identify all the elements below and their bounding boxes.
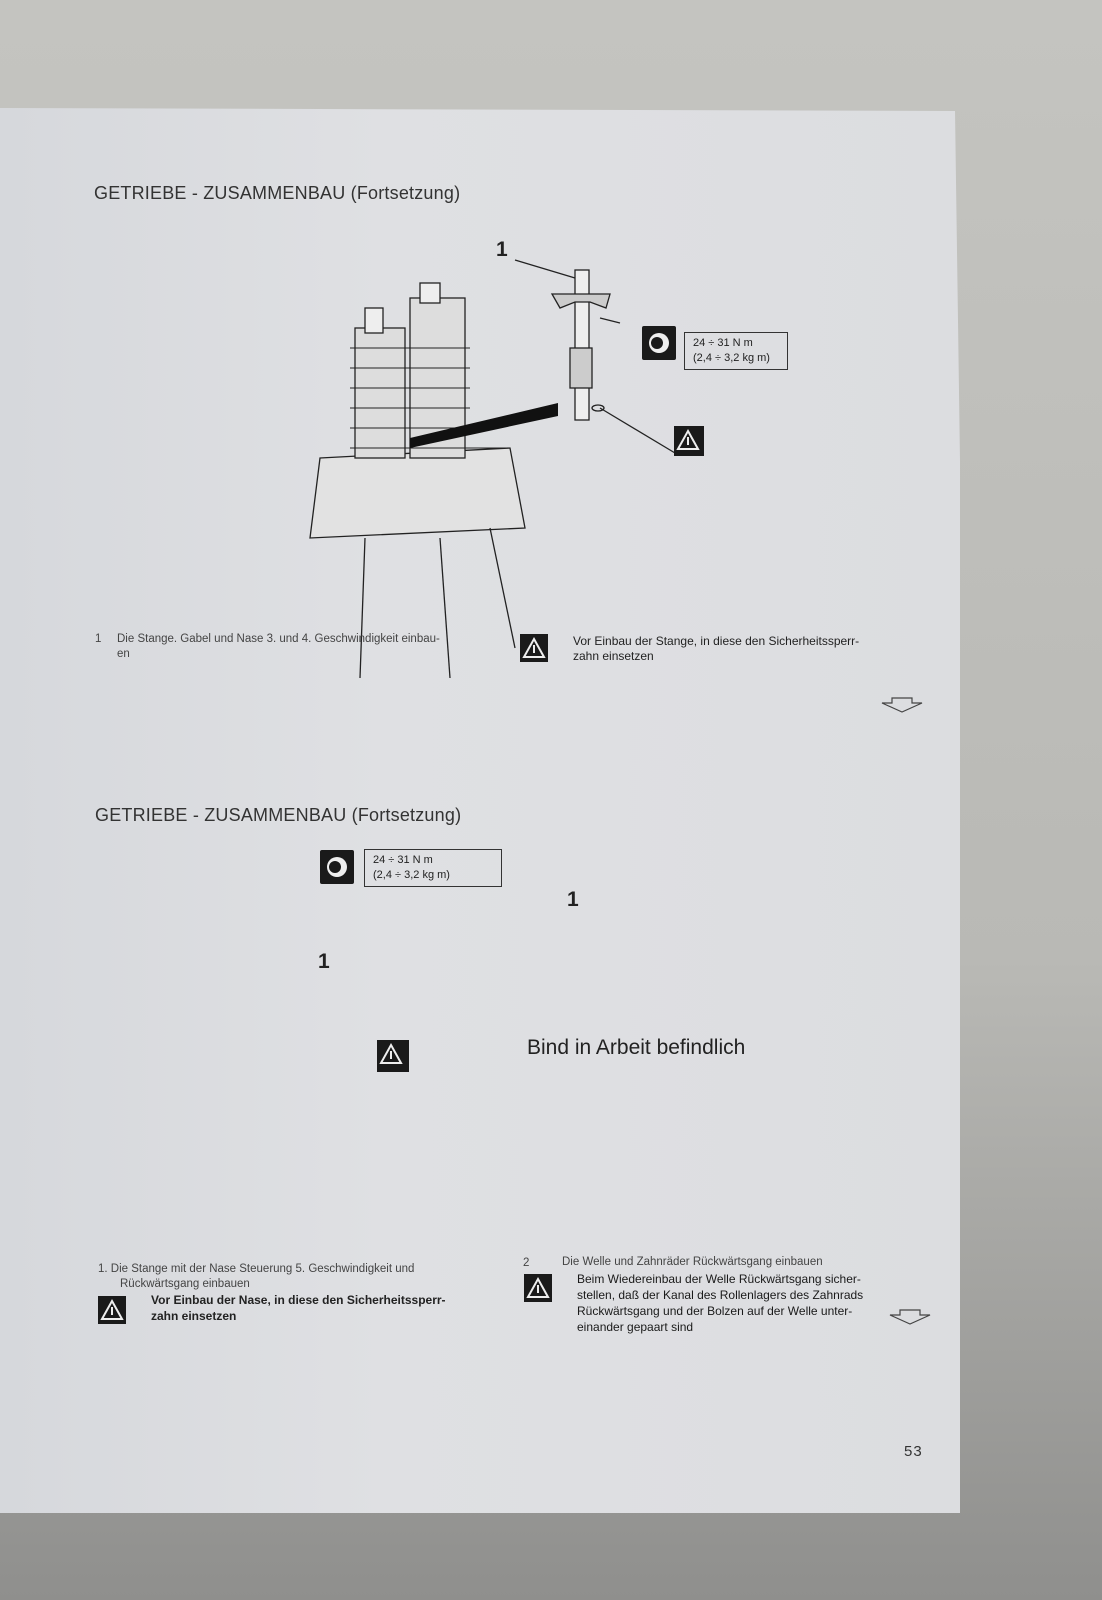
warning-line: Vor Einbau der Nase, in diese den Sicher…	[151, 1293, 446, 1307]
warning-line: stellen, daß der Kanal des Rollenlagers …	[577, 1288, 864, 1302]
callout-number: 1	[496, 238, 508, 261]
warning-icon	[98, 1296, 126, 1324]
torque-wrench-icon	[320, 850, 354, 884]
step-text: Die Stange. Gabel und Nase 3. und 4. Ges…	[117, 632, 497, 662]
torque-nm: 24 ÷ 31 N m	[373, 854, 433, 866]
torque-wrench-icon	[642, 326, 676, 360]
continue-arrow-icon	[881, 697, 923, 713]
warning-icon	[377, 1040, 409, 1072]
step-line: 1. Die Stange mit der Nase Steuerung 5. …	[98, 1263, 415, 1275]
step-text-line: Die Stange. Gabel und Nase 3. und 4. Ges…	[117, 633, 440, 645]
document-page: GETRIEBE - ZUSAMMENBAU (Fortsetzung) 1	[0, 108, 960, 1513]
section2-title: GETRIEBE - ZUSAMMENBAU (Fortsetzung)	[95, 805, 462, 825]
callout-number: 1	[567, 888, 579, 911]
warning-icon	[524, 1274, 552, 1302]
page-number: 53	[904, 1443, 923, 1460]
torque-spec: 24 ÷ 31 N m (2,4 ÷ 3,2 kg m)	[364, 849, 502, 887]
torque-kgm: (2,4 ÷ 3,2 kg m)	[693, 352, 770, 364]
warning-line: Beim Wiedereinbau der Welle Rückwärtsgan…	[577, 1272, 861, 1286]
gearbox-illustration	[309, 259, 676, 679]
step1-text: 1. Die Stange mit der Nase Steuerung 5. …	[98, 1262, 483, 1292]
warning-line: zahn einsetzen	[573, 649, 654, 663]
step2-text: Die Welle und Zahnräder Rückwärtsgang ei…	[562, 1256, 823, 1268]
section1-title: GETRIEBE - ZUSAMMENBAU (Fortsetzung)	[94, 183, 461, 203]
image-placeholder-text: Bind in Arbeit befindlich	[527, 1036, 746, 1059]
callout-number: 1	[318, 950, 330, 973]
step-text-line: en	[117, 648, 130, 660]
warning-line: Vor Einbau der Stange, in diese den Sich…	[573, 634, 860, 648]
warning2-text: Beim Wiedereinbau der Welle Rückwärtsgan…	[577, 1271, 863, 1335]
warning-line: einander gepaart sind	[577, 1320, 694, 1334]
step-line: Rückwärtsgang einbauen	[120, 1278, 250, 1290]
step2-number: 2	[523, 1257, 530, 1269]
torque-nm: 24 ÷ 31 N m	[693, 337, 753, 349]
torque-kgm: (2,4 ÷ 3,2 kg m)	[373, 869, 450, 881]
warning-text: Vor Einbau der Stange, in diese den Sich…	[573, 634, 859, 664]
warning-line: Rückwärtsgang und der Bolzen auf der Wel…	[577, 1304, 853, 1318]
warning-icon	[674, 426, 704, 456]
warning1-text: Vor Einbau der Nase, in diese den Sicher…	[151, 1292, 446, 1324]
torque-spec: 24 ÷ 31 N m (2,4 ÷ 3,2 kg m)	[684, 332, 788, 370]
warning-icon	[520, 634, 548, 662]
warning-line: zahn einsetzen	[151, 1309, 237, 1323]
step-number: 1	[95, 633, 102, 645]
continue-arrow-icon	[889, 1309, 931, 1325]
